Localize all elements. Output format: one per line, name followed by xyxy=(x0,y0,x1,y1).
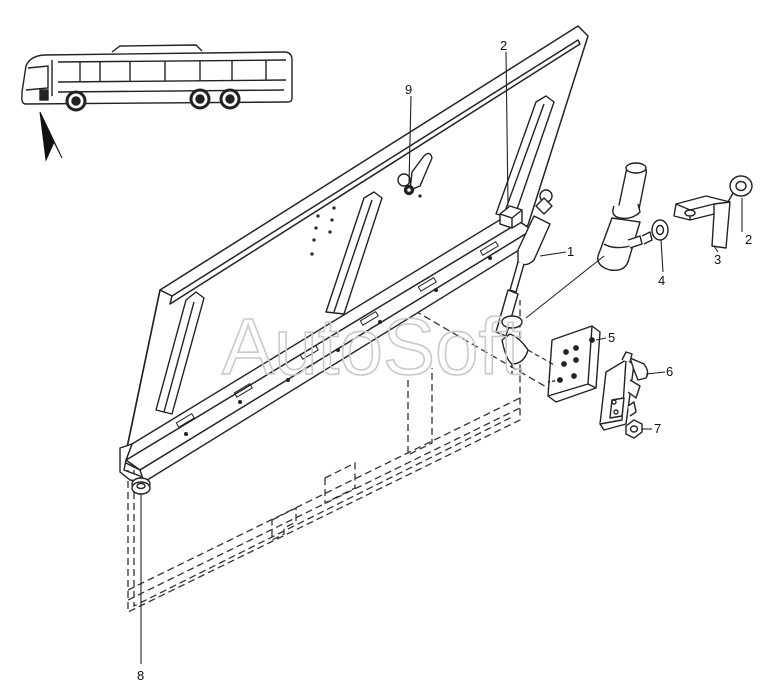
washer-part-4 xyxy=(651,219,669,241)
bus-locator-thumbnail xyxy=(21,44,293,112)
nut-part-7 xyxy=(625,419,643,439)
callout-label-5: 5 xyxy=(608,330,615,345)
callout-label-1: 1 xyxy=(567,244,574,259)
leader-lines xyxy=(140,51,743,664)
nut-part-2-right xyxy=(729,175,753,197)
nut-part-2-top xyxy=(499,205,523,229)
callout-label-4: 4 xyxy=(658,273,665,288)
hinge-rail xyxy=(119,209,533,483)
bracket-part-3 xyxy=(673,183,739,249)
mounting-plate-part-5 xyxy=(547,325,601,403)
watermark-text: AutoSoft xyxy=(222,302,522,391)
grommet-part-8 xyxy=(131,477,151,495)
callout-label-8: 8 xyxy=(137,668,144,683)
stiffener-ribs xyxy=(155,95,555,415)
callout-label-7: 7 xyxy=(654,421,661,436)
clamp-housing-part-6 xyxy=(599,351,649,431)
callout-label-3: 3 xyxy=(714,252,721,267)
callout-label-6: 6 xyxy=(666,364,673,379)
callout-label-9: 9 xyxy=(405,82,412,97)
callout-label-2-top: 2 xyxy=(500,38,507,53)
gas-strut-exploded xyxy=(597,162,653,272)
callout-label-2-right: 2 xyxy=(745,232,752,247)
gas-strut-part-1 xyxy=(495,189,553,374)
location-arrow-icon xyxy=(39,111,63,162)
latch-clip-part-9 xyxy=(397,152,433,196)
